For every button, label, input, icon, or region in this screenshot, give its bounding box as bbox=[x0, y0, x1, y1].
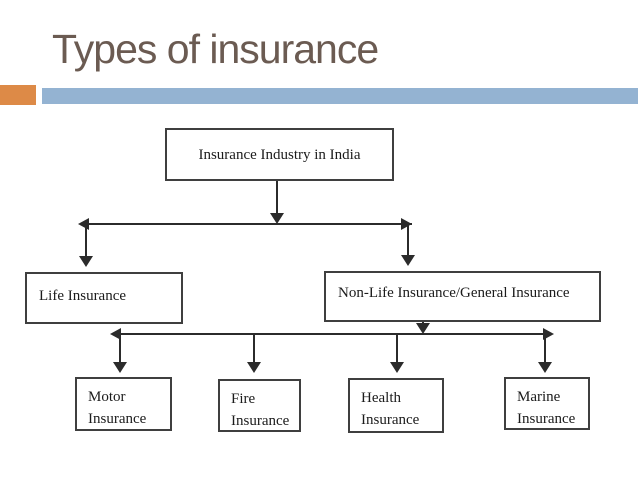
arrowhead-down bbox=[416, 323, 430, 334]
blue-accent-bar bbox=[42, 88, 638, 104]
arrowhead-down bbox=[79, 256, 93, 267]
arrowhead-right bbox=[401, 218, 412, 230]
connector-root-drop bbox=[276, 181, 278, 213]
page-title: Types of insurance bbox=[52, 26, 379, 72]
diagram-box-root: Insurance Industry in India bbox=[165, 128, 394, 181]
connector-drop-nonlife bbox=[407, 225, 409, 255]
connector-level3-rail bbox=[112, 333, 552, 335]
diagram-box-nonlife-insurance: Non-Life Insurance/General Insurance bbox=[324, 271, 601, 322]
diagram-box-fire-label: Fire Insurance bbox=[231, 391, 290, 429]
connector-drop-health bbox=[396, 335, 398, 362]
arrowhead-down bbox=[538, 362, 552, 373]
arrowhead-down bbox=[247, 362, 261, 373]
diagram-box-marine-insurance: Marine Insurance bbox=[504, 377, 590, 430]
arrowhead-down bbox=[270, 213, 284, 224]
arrowhead-down bbox=[390, 362, 404, 373]
arrowhead-down bbox=[113, 362, 127, 373]
diagram-box-life-insurance: Life Insurance bbox=[25, 272, 183, 324]
diagram-box-marine-label: Marine Insurance bbox=[517, 389, 576, 427]
diagram-box-life-label: Life Insurance bbox=[39, 288, 127, 304]
insurance-hierarchy-diagram: Insurance Industry in India Life Insuran… bbox=[0, 118, 638, 479]
diagram-box-nonlife-label: Non-Life Insurance/General Insurance bbox=[338, 285, 570, 301]
connector-level2-rail bbox=[80, 223, 412, 225]
diagram-box-health-insurance: Health Insurance bbox=[348, 378, 444, 433]
connector-drop-motor bbox=[119, 335, 121, 362]
diagram-box-health-label: Health Insurance bbox=[361, 390, 420, 428]
connector-drop-marine bbox=[544, 335, 546, 362]
diagram-box-root-label: Insurance Industry in India bbox=[198, 146, 361, 163]
diagram-box-fire-insurance: Fire Insurance bbox=[218, 379, 301, 432]
connector-drop-fire bbox=[253, 335, 255, 362]
arrowhead-down bbox=[401, 255, 415, 266]
diagram-box-motor-insurance: Motor Insurance bbox=[75, 377, 172, 431]
arrowhead-left bbox=[110, 328, 121, 340]
arrowhead-left bbox=[78, 218, 89, 230]
connector-drop-life bbox=[85, 225, 87, 256]
diagram-box-motor-label: Motor Insurance bbox=[88, 389, 147, 427]
orange-accent-bar bbox=[0, 85, 36, 105]
arrowhead-right bbox=[543, 328, 554, 340]
